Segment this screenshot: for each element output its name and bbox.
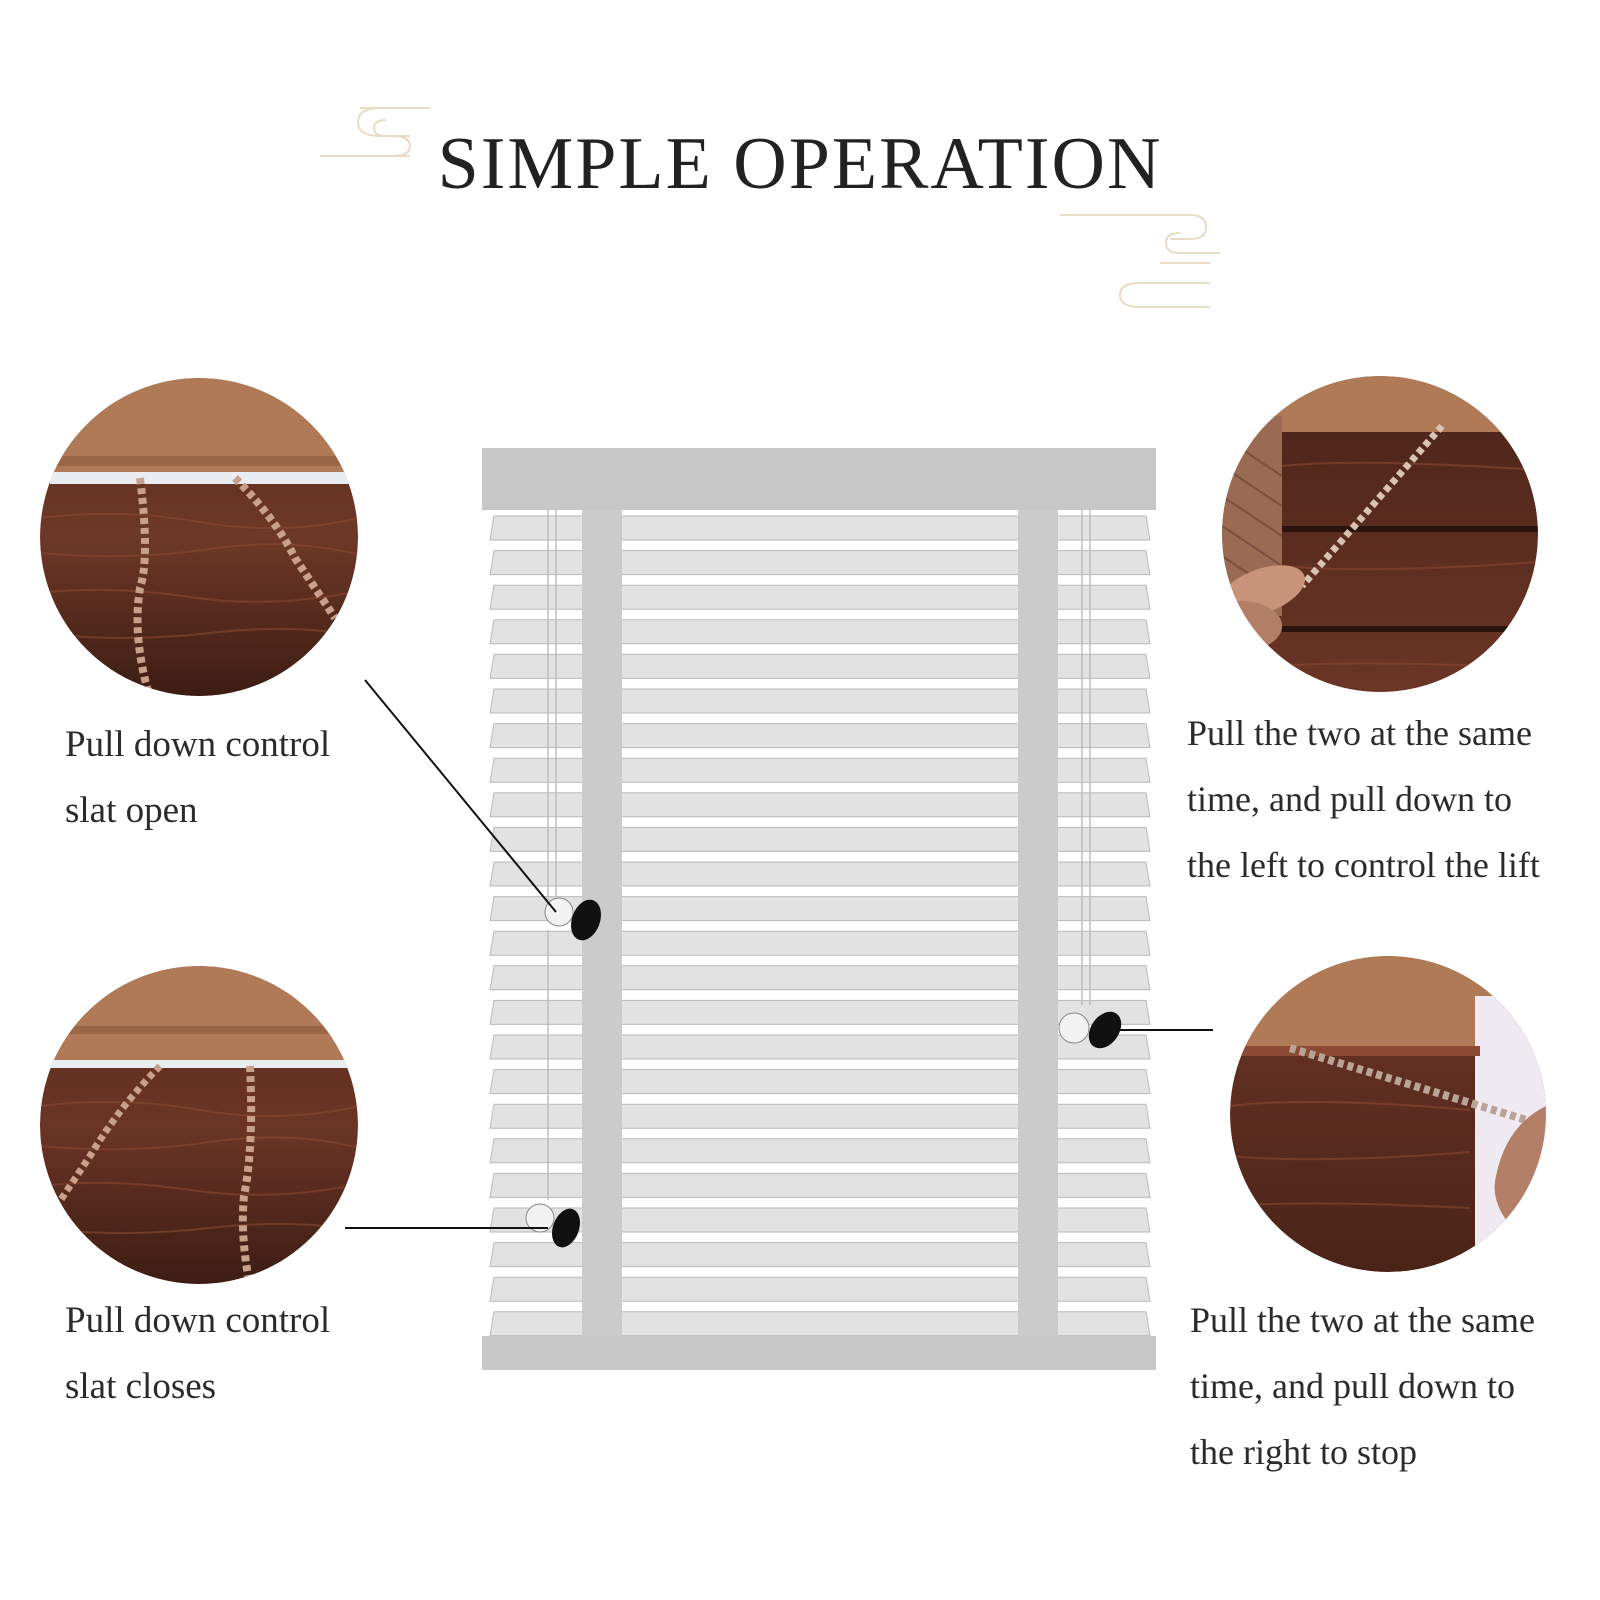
- slat-group: [489, 515, 1151, 1337]
- caption-line: Pull the two at the same: [1190, 1300, 1535, 1340]
- slat: [489, 550, 1151, 576]
- slat: [489, 896, 1151, 922]
- slat: [489, 584, 1151, 610]
- caption-line: slat open: [65, 790, 198, 831]
- slat: [489, 792, 1151, 818]
- page-title: SIMPLE OPERATION: [437, 123, 1163, 205]
- slat: [489, 930, 1151, 956]
- ornament-cloud-left: [320, 107, 430, 157]
- slat: [489, 515, 1151, 541]
- slat: [489, 965, 1151, 991]
- caption-line: Pull down control: [65, 724, 331, 765]
- caption-stop: Pull the two at the same time, and pull …: [1190, 1287, 1535, 1485]
- slat: [489, 619, 1151, 645]
- slat: [489, 999, 1151, 1025]
- photo-slat-closed: [40, 966, 358, 1284]
- caption-line: the left to control the lift: [1187, 845, 1540, 885]
- slat: [489, 826, 1151, 852]
- ladder-tape-right: [1018, 510, 1058, 1336]
- slat: [489, 1103, 1151, 1129]
- caption-line: Pull the two at the same: [1187, 713, 1532, 753]
- caption-line: time, and pull down to: [1187, 779, 1512, 819]
- slat: [489, 688, 1151, 714]
- slat: [489, 723, 1151, 749]
- slat: [489, 1034, 1151, 1060]
- slat: [489, 1311, 1151, 1337]
- caption-line: time, and pull down to: [1190, 1366, 1515, 1406]
- slat: [489, 1172, 1151, 1198]
- ornament-cloud-right: [1060, 214, 1220, 308]
- slat: [489, 653, 1151, 679]
- slat: [489, 1207, 1151, 1233]
- caption-slat-open: Pull down control slat open: [65, 712, 330, 844]
- caption-line: Pull down control: [65, 1300, 331, 1341]
- leader-line-top-left: [364, 679, 557, 913]
- caption-line: the right to stop: [1190, 1432, 1417, 1472]
- slat: [489, 861, 1151, 887]
- slat: [489, 757, 1151, 783]
- caption-slat-closed: Pull down control slat closes: [65, 1288, 330, 1420]
- slat: [489, 1242, 1151, 1268]
- bottom-rail: [482, 1336, 1156, 1370]
- caption-lift: Pull the two at the same time, and pull …: [1187, 700, 1540, 898]
- cord-tassel-top-left[interactable]: [544, 895, 606, 944]
- photo-slat-open: [40, 378, 358, 696]
- slat: [489, 1138, 1151, 1164]
- headrail: [482, 448, 1156, 510]
- photo-lift: [1222, 376, 1538, 692]
- slat: [489, 1276, 1151, 1302]
- slat: [489, 1069, 1151, 1095]
- photo-stop: [1230, 956, 1546, 1272]
- cord-tassel-bottom-left[interactable]: [525, 1203, 585, 1251]
- caption-line: slat closes: [65, 1366, 217, 1407]
